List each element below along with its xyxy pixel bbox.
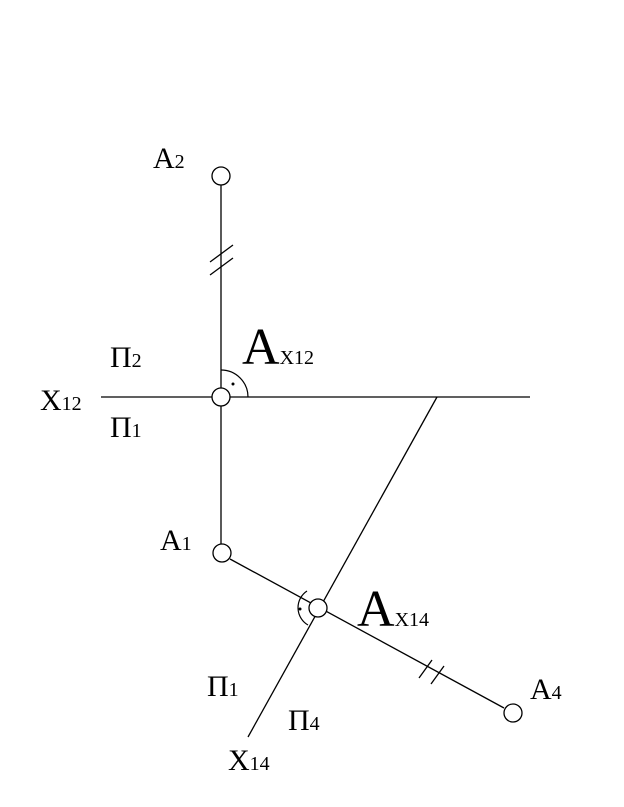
point-a4	[503, 703, 523, 723]
point-a2	[211, 166, 231, 186]
label-pi1-left: Π1	[110, 411, 142, 444]
equal-distance-ticks-upper	[209, 244, 234, 276]
label-pi1-lower: Π1	[207, 670, 239, 703]
label-pi2-top: Π2	[110, 341, 142, 374]
label-ax12: AX12	[242, 319, 314, 376]
point-a1	[212, 543, 232, 563]
label-a4: A4	[530, 673, 562, 706]
point-ax14	[308, 598, 328, 618]
right-angle-mark-x12	[220, 369, 249, 398]
right-angle-mark-x14	[297, 590, 309, 626]
label-a1: A1	[160, 524, 192, 557]
label-ax14: AX14	[357, 581, 429, 638]
projection-line-a1-a4	[229, 558, 505, 709]
label-a2: A2	[153, 142, 185, 175]
equal-distance-ticks-lower	[418, 659, 445, 685]
label-x14: X14	[228, 744, 270, 777]
label-x12: X12	[40, 384, 82, 417]
axis-x14-line	[247, 396, 438, 738]
point-ax12	[211, 387, 231, 407]
label-pi4: Π4	[288, 704, 320, 737]
